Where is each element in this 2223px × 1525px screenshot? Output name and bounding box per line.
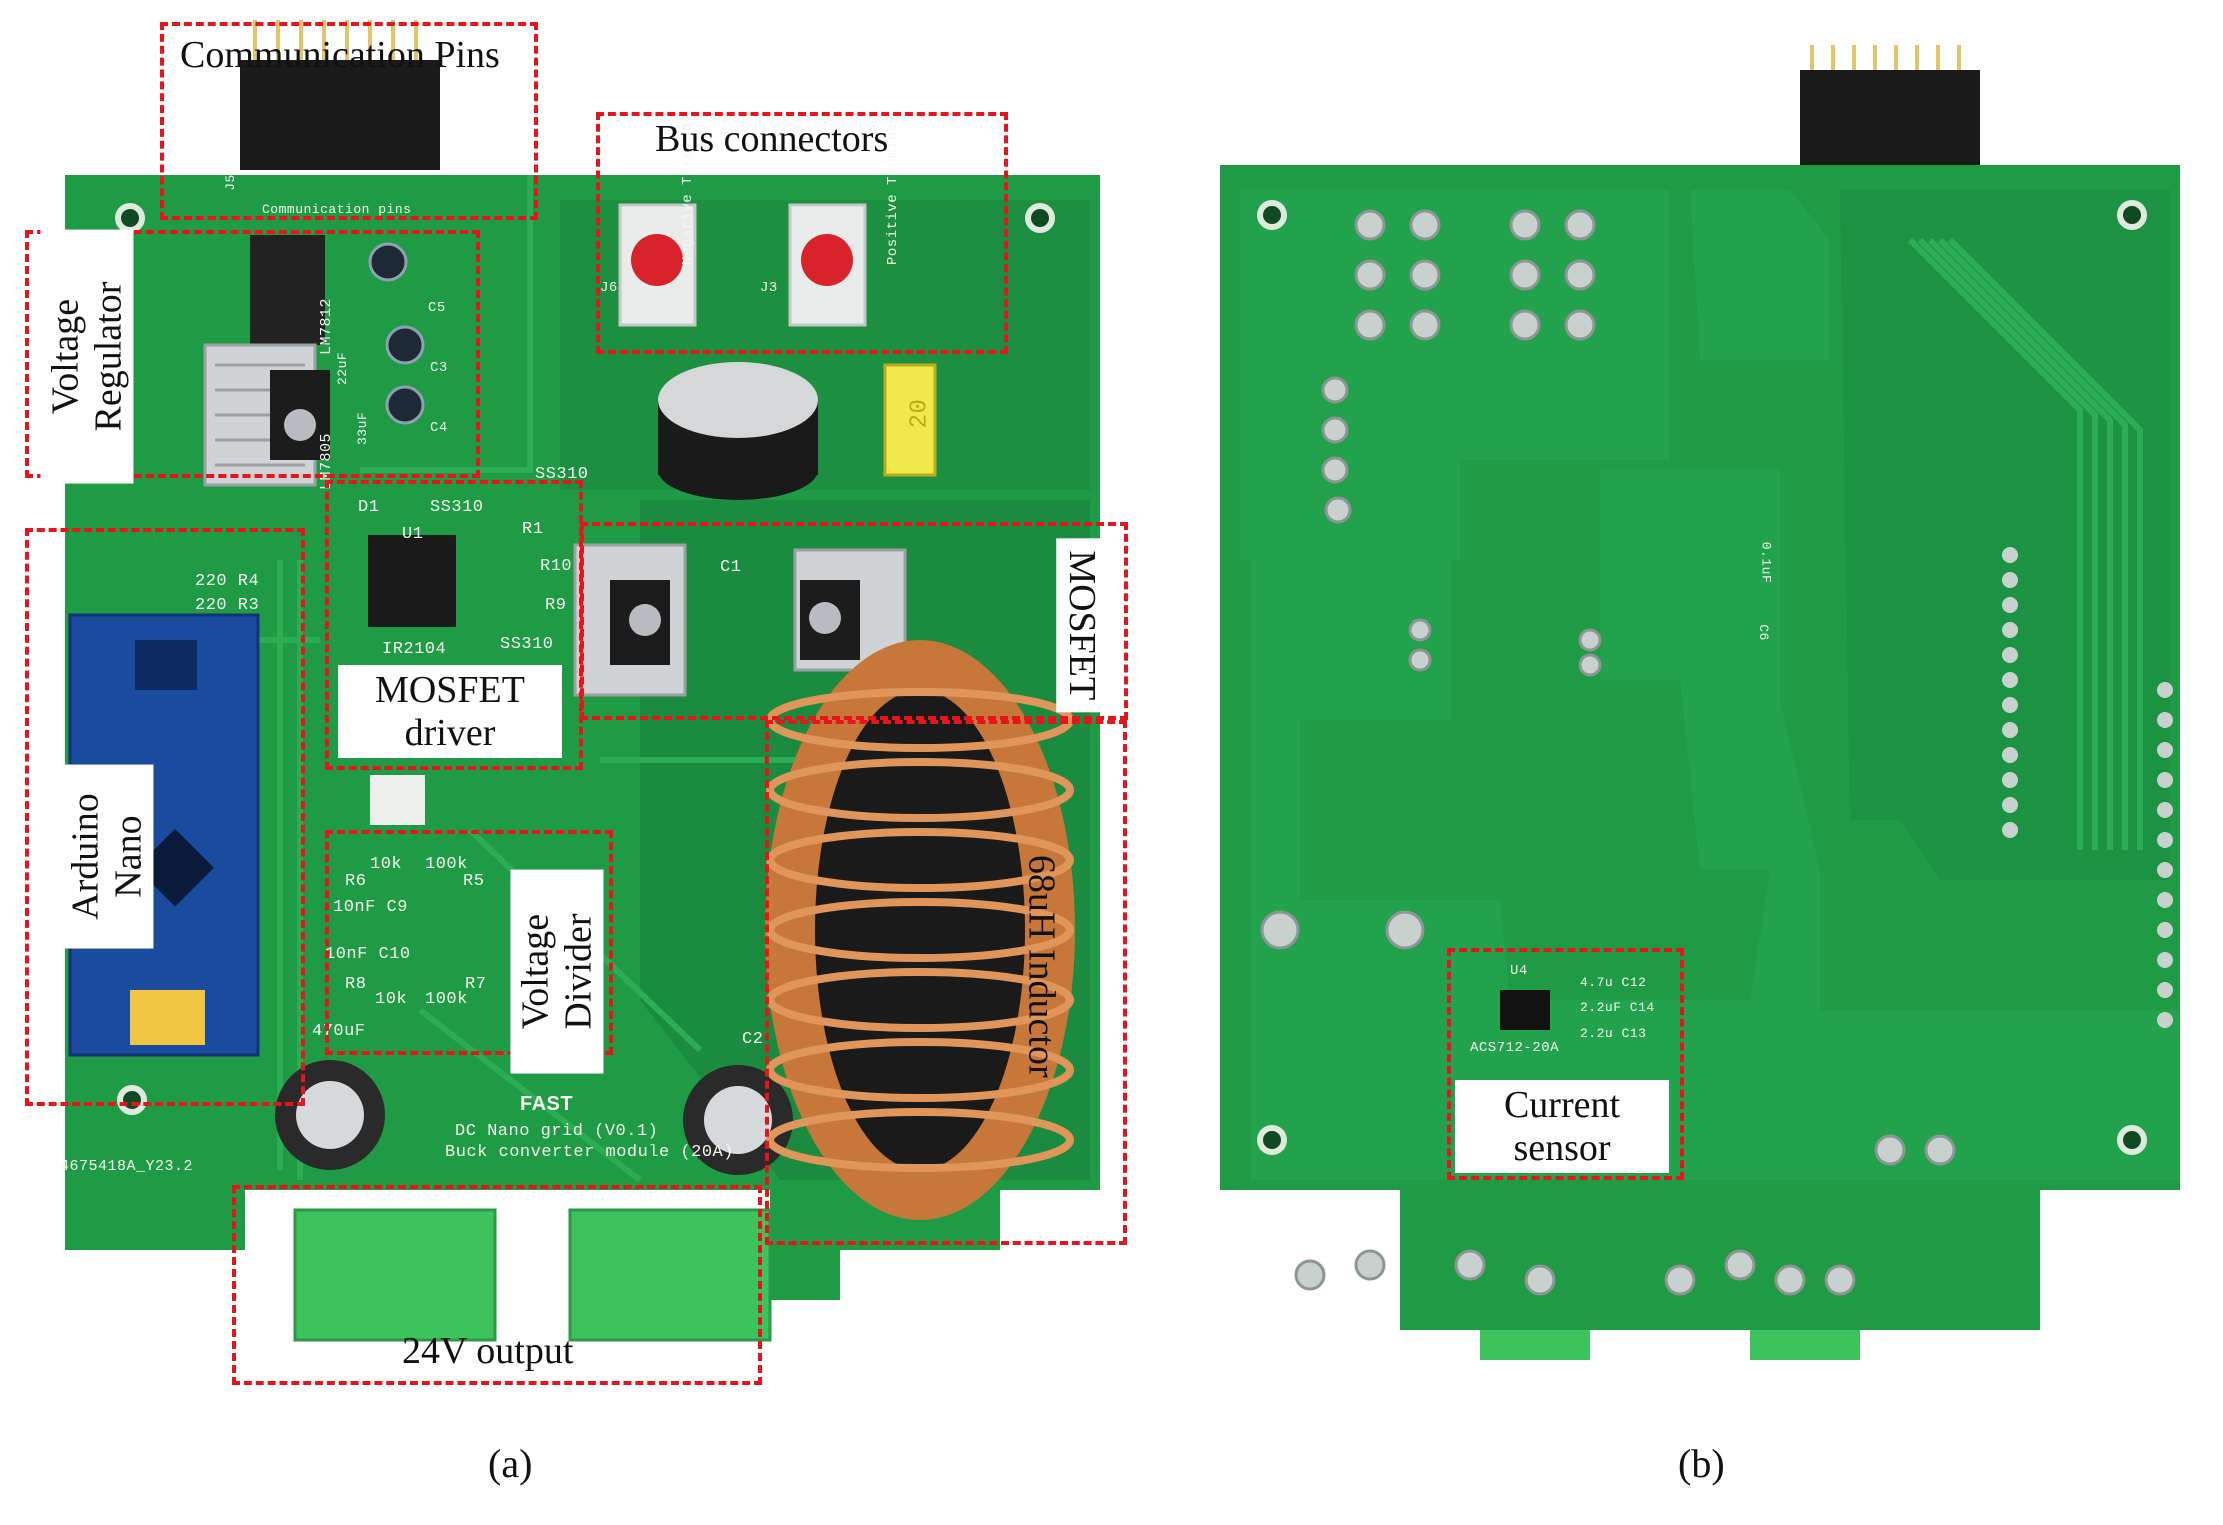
- silk-c10: 10nF C10: [325, 945, 411, 964]
- label-bus-connectors: Bus connectors: [655, 118, 889, 160]
- silk-c4: C4: [430, 420, 448, 436]
- front-board-illustration: [65, 20, 1100, 1342]
- silk-c6val: 0.1uF: [1758, 541, 1774, 584]
- silk-u4: U4: [1510, 963, 1528, 979]
- silk-j6: J6: [600, 280, 618, 296]
- silk-c14: 2.2uF C14: [1580, 1000, 1655, 1015]
- label-arduino-nano: Arduino Nano: [60, 764, 154, 949]
- caption-b: (b): [1678, 1441, 1725, 1486]
- silk-100k-2: 100k: [425, 990, 468, 1009]
- silk-10k-2: 10k: [375, 990, 408, 1009]
- silk-c12: 4.7u C12: [1580, 975, 1647, 990]
- silk-c3: C3: [430, 360, 448, 376]
- brand-logo: FAST: [520, 1093, 574, 1115]
- silk-serial: 4675418A_Y23.2: [60, 1158, 194, 1175]
- silk-d1: D1: [358, 498, 380, 517]
- silk-r1: R1: [522, 520, 544, 539]
- silk-c13: 2.2u C13: [1580, 1026, 1647, 1041]
- silk-c6: C6: [1755, 624, 1771, 641]
- silk-r4: 220 R4: [195, 572, 260, 591]
- silk-r8: R8: [345, 975, 367, 994]
- callout-box-arduino-nano: [25, 528, 305, 1106]
- silk-c2: C2: [742, 1030, 764, 1049]
- silk-j3: J3: [760, 280, 778, 296]
- callout-box-voltage-regulator: [25, 230, 480, 478]
- label-inductor: 68uH Inductor: [1020, 854, 1063, 1078]
- callout-box-voltage-divider: [325, 830, 613, 1055]
- callout-box-mosfet: [580, 522, 1128, 720]
- panel-a: Communication pins J5 Negative Terminal …: [25, 20, 1128, 1486]
- silk-10k-1: 10k: [370, 855, 403, 874]
- callout-box-bus-connectors: [596, 112, 1008, 354]
- silk-fuse: 20: [906, 398, 934, 429]
- silk-r5: R5: [463, 872, 485, 891]
- silk-comm-pins: Communication pins: [262, 202, 412, 217]
- silk-board-name: DC Nano grid (V0.1): [455, 1122, 659, 1141]
- silk-100k-1: 100k: [425, 855, 468, 874]
- silk-u1: U1: [402, 525, 424, 544]
- silk-ss310-1: SS310: [535, 465, 589, 484]
- label-mosfet: MOSFET: [1056, 538, 1108, 713]
- callout-box-communication-pins: [160, 22, 538, 220]
- silk-r10: R10: [540, 557, 573, 576]
- silk-ir2104: IR2104: [382, 640, 447, 659]
- silk-r9: R9: [545, 596, 567, 615]
- silk-c5: C5: [428, 300, 446, 316]
- silk-r3: 220 R3: [195, 596, 260, 615]
- silk-ss310-2: SS310: [430, 498, 484, 517]
- silk-r6: R6: [345, 872, 367, 891]
- silk-acs: ACS712-20A: [1470, 1040, 1560, 1056]
- silk-c9: 10nF C9: [333, 898, 408, 917]
- callout-box-current-sensor: [1447, 948, 1684, 1180]
- caption-a: (a): [488, 1441, 533, 1486]
- callout-box-24v-output: [232, 1185, 762, 1385]
- back-board-illustration: [1220, 45, 2180, 1360]
- label-24v-output: 24V output: [402, 1330, 574, 1372]
- callout-box-inductor: [765, 720, 1127, 1245]
- label-mosfet-driver: MOSFET driver: [338, 665, 562, 759]
- label-voltage-divider: Voltage Divider: [510, 869, 604, 1074]
- silk-board-sub: Buck converter module (20A): [445, 1143, 734, 1162]
- label-voltage-regulator: Voltage Regulator: [40, 229, 134, 484]
- silk-ss310-3: SS310: [500, 635, 554, 654]
- label-current-sensor: Current sensor: [1455, 1080, 1669, 1174]
- silk-r7: R7: [465, 975, 487, 994]
- label-communication-pins: Communication Pins: [180, 34, 500, 76]
- panel-b: U4 ACS712-20A 4.7u C12 2.2uF C14 2.2u C1…: [1180, 0, 2223, 1525]
- silk-c1: C1: [720, 558, 742, 577]
